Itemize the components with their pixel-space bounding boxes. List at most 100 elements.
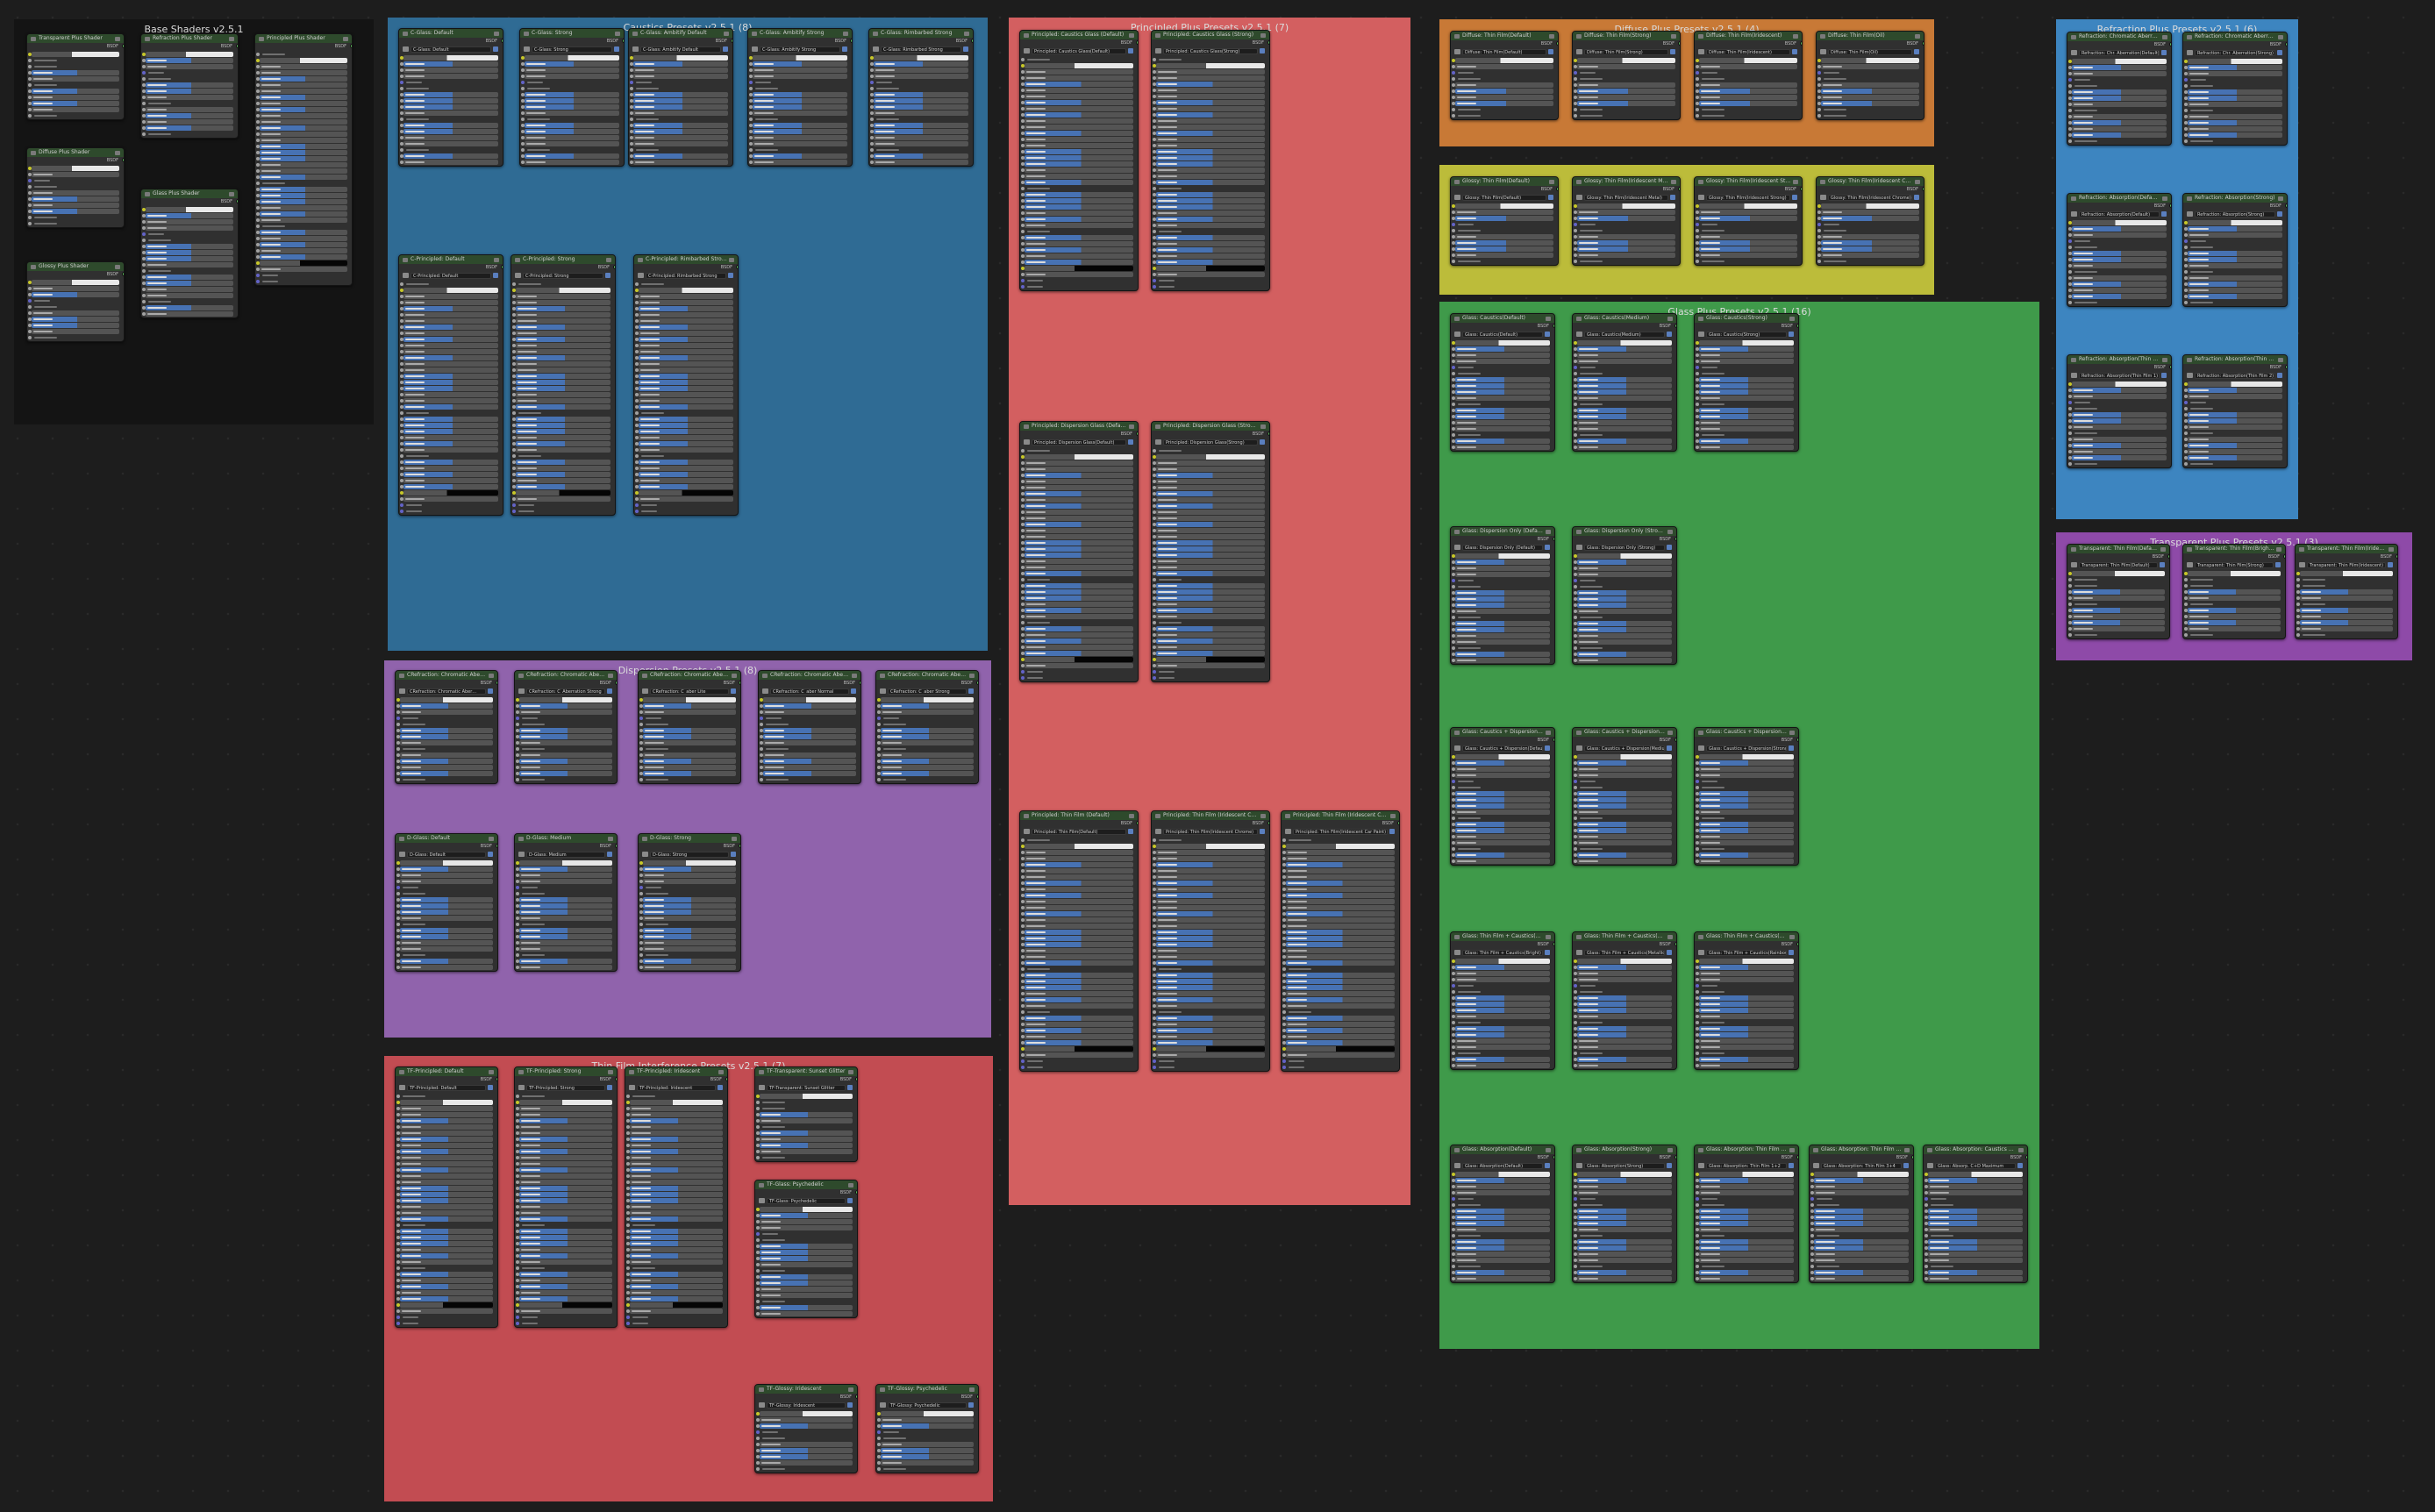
input-value-field[interactable] [756,1256,853,1261]
input-value-field[interactable] [1696,216,1797,221]
bsdf-output-socket[interactable] [1800,41,1802,46]
node-group-selector[interactable]: CRefraction: C_aber Normal [759,687,860,695]
collapse-chevron-icon[interactable] [2187,357,2192,362]
input-value-field[interactable] [1153,571,1265,576]
node-header[interactable]: C-Principled: Strong [511,255,615,264]
input-value-field[interactable] [1574,1245,1672,1251]
input-value-field[interactable] [1452,859,1550,864]
input-value-field[interactable] [760,740,856,745]
input-value-field[interactable] [1574,1057,1672,1062]
node-tree-icon[interactable] [399,1085,405,1090]
input-value-field[interactable] [512,306,611,311]
node-group-selector[interactable]: CRefraction: C_aber Lite [639,687,740,695]
input-value-field[interactable] [1574,773,1672,778]
node-group-selector[interactable]: C-Principled: Default [399,271,503,280]
node-group-name-field[interactable]: TF-Principled: Strong [526,1084,605,1091]
fake-user-icon[interactable] [968,1402,974,1408]
input-value-field[interactable] [630,61,728,67]
node-group-selector[interactable]: Glass: Caustics + Dispersion(Default) [1451,744,1554,752]
input-value-field[interactable] [749,61,847,67]
input-value-field[interactable] [1696,420,1794,425]
bsdf-output-socket[interactable] [725,1077,727,1081]
input-value-field[interactable] [396,1173,493,1179]
node-group-selector[interactable]: Glass: Absorption(Strong) [1573,1161,1676,1170]
fake-user-icon[interactable] [2277,373,2282,378]
input-value-field[interactable] [1574,760,1672,766]
input-value-field[interactable] [1153,1028,1265,1033]
node-group-name-field[interactable]: D-Glass: Medium [526,851,605,858]
node-group-name-field[interactable]: Refraction: Absorption(Default) [2079,210,2160,218]
input-value-field[interactable] [635,447,733,453]
node-header[interactable]: Glossy Plus Shader [27,262,124,271]
bsdf-output-socket[interactable] [1267,431,1269,436]
fake-user-icon[interactable] [2277,211,2282,217]
node-header[interactable]: Transparent: Thin Film(Bright Strong) [2183,545,2285,553]
input-value-field[interactable] [749,135,847,140]
shader-node[interactable]: Principled: Caustics Glass (Default)BSDF… [1019,30,1139,291]
input-value-field[interactable] [1696,426,1794,431]
input-value-field[interactable] [635,367,733,373]
shader-node[interactable]: Glass: Caustics + Dispersion(Medium)BSDF… [1572,727,1677,866]
bsdf-output-socket[interactable] [1796,942,1798,946]
input-value-field[interactable] [396,879,493,884]
input-value-field[interactable] [400,129,498,134]
input-value-field[interactable] [1021,893,1133,898]
node-group-icon[interactable] [1904,1147,1910,1152]
node-group-icon[interactable] [606,257,611,262]
input-value-field[interactable] [1452,426,1550,431]
input-value-field[interactable] [1021,571,1133,576]
node-group-selector[interactable]: TF-Glossy: Iridescent [755,1401,857,1409]
input-value-field[interactable] [1817,240,1919,246]
input-value-field[interactable] [1696,383,1794,389]
input-value-field[interactable] [396,946,493,952]
input-value-field[interactable] [635,392,733,397]
node-group-name-field[interactable]: Glass: Caustics + Dispersion(Medium) [1584,745,1665,752]
collapse-chevron-icon[interactable] [1698,316,1703,321]
shader-node[interactable]: Glass: Thin Film + Caustics(Rainbow)BSDF… [1694,931,1799,1070]
node-group-icon[interactable] [1546,934,1551,939]
node-group-name-field[interactable]: D-Glass: Strong [650,851,729,858]
bsdf-output-socket[interactable] [615,1077,617,1081]
node-group-icon[interactable] [2276,546,2281,552]
input-value-field[interactable] [1452,1209,1550,1214]
node-group-selector[interactable]: Transparent: Thin Film(Strong) [2183,560,2285,569]
input-value-field[interactable] [639,909,736,915]
input-value-field[interactable] [1574,1032,1672,1038]
node-header[interactable]: Glass: Caustics(Default) [1451,314,1554,323]
input-value-field[interactable] [1021,924,1133,929]
node-group-icon[interactable] [1546,730,1551,735]
input-value-field[interactable] [516,879,612,884]
input-value-field[interactable] [1452,791,1550,796]
shader-node[interactable]: CRefraction: Chromatic Aberration Strong… [875,670,979,784]
node-header[interactable]: Glass: Caustics(Medium) [1573,314,1676,323]
input-value-field[interactable] [2184,614,2281,619]
input-value-field[interactable] [512,288,611,293]
shader-node[interactable]: Refraction: Chromatic Aberration(Default… [2067,32,2172,146]
input-value-field[interactable] [1021,856,1133,861]
input-value-field[interactable] [1924,1245,2023,1251]
input-value-field[interactable] [512,380,611,385]
input-value-field[interactable] [1696,760,1794,766]
input-value-field[interactable] [639,940,736,945]
input-value-field[interactable] [639,771,736,776]
input-value-field[interactable] [1574,1227,1672,1232]
input-value-field[interactable] [1021,850,1133,855]
input-value-field[interactable] [400,355,498,360]
node-group-selector[interactable]: TF-Principled: Default [396,1083,497,1092]
input-value-field[interactable] [756,1448,853,1453]
fake-user-icon[interactable] [1792,49,1797,54]
input-value-field[interactable] [516,867,612,872]
input-value-field[interactable] [142,95,233,100]
input-value-field[interactable] [516,965,612,970]
input-value-field[interactable] [626,1290,723,1295]
input-value-field[interactable] [1452,959,1550,964]
input-value-field[interactable] [1817,210,1919,215]
node-group-selector[interactable]: Glossy: Thin Film(Default) [1451,193,1558,202]
input-value-field[interactable] [400,374,498,379]
input-value-field[interactable] [1574,426,1672,431]
input-value-field[interactable] [1153,161,1265,167]
input-value-field[interactable] [1452,1221,1550,1226]
collapse-chevron-icon[interactable] [1927,1147,1932,1152]
collapse-chevron-icon[interactable] [632,31,638,36]
